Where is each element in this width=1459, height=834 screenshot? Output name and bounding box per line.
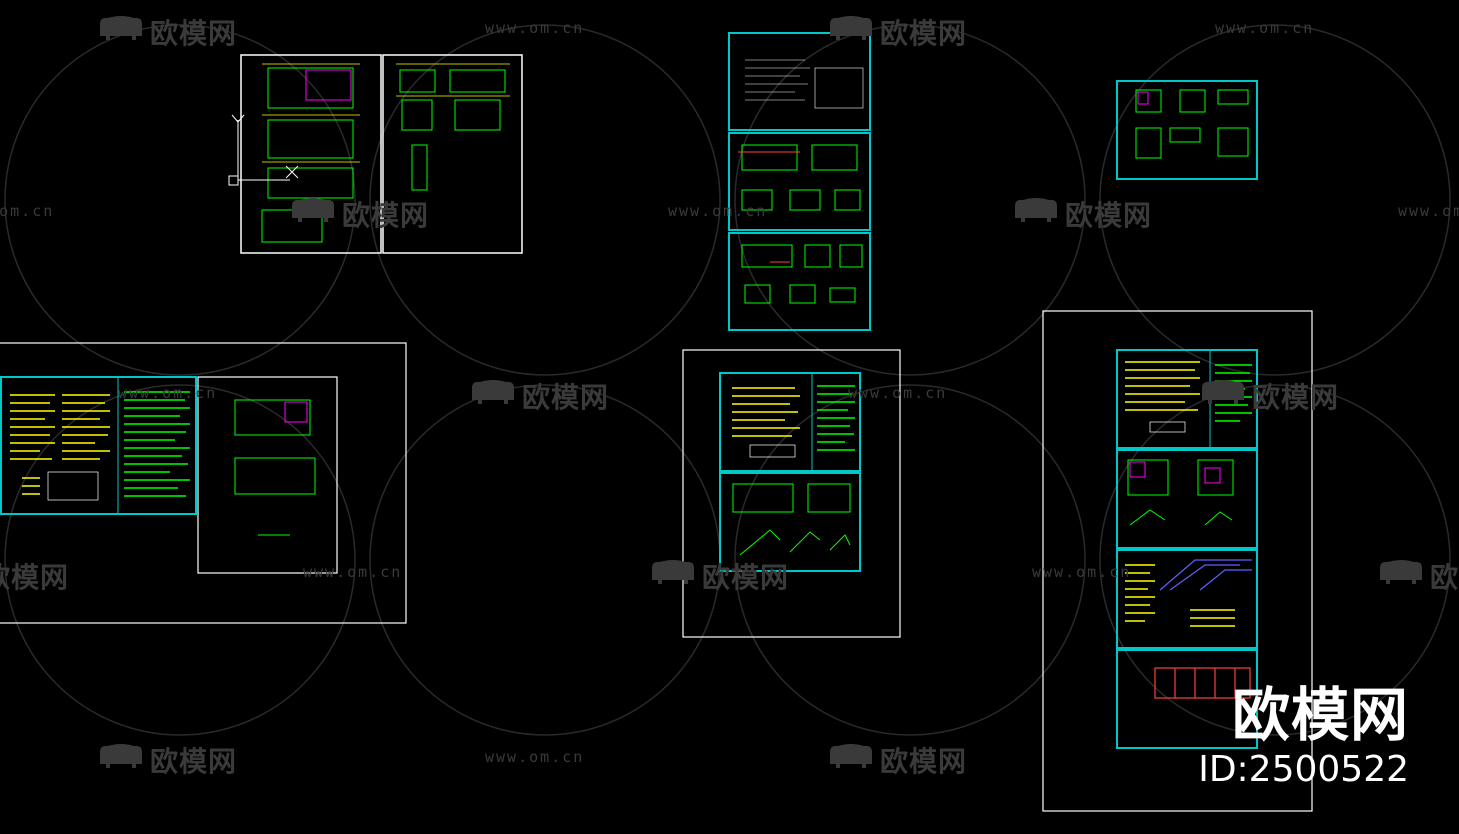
watermark-arcs bbox=[4, 24, 1451, 736]
watermark-brand: 欧模网 bbox=[150, 745, 238, 778]
watermark-brand: 欧模网 bbox=[342, 199, 430, 232]
drawing-set-mid-left[interactable] bbox=[0, 342, 407, 624]
watermark-url: www.om.cn bbox=[848, 384, 948, 402]
drawing-set-center[interactable] bbox=[682, 349, 901, 638]
drawing-set-top-center[interactable] bbox=[728, 32, 871, 331]
watermark-url: www.om.cn bbox=[1398, 202, 1459, 220]
sofa-logo-icon bbox=[830, 744, 872, 768]
sofa-logo-icon bbox=[1202, 380, 1244, 404]
brand-id-label: ID:2500522 bbox=[1198, 749, 1409, 790]
watermark-url: www.om.cn bbox=[485, 19, 585, 37]
sofa-logo-icon bbox=[1015, 198, 1057, 222]
sofa-logo-icon bbox=[830, 16, 872, 40]
watermark-brand: 欧模网 bbox=[150, 17, 238, 50]
watermark-url: www.om.cn bbox=[118, 384, 218, 402]
drawing-set-top-right[interactable] bbox=[1116, 80, 1258, 180]
drawing-set-top-left[interactable] bbox=[228, 54, 523, 254]
watermark-url: www.om.cn bbox=[1032, 563, 1132, 581]
watermark-brand: 欧模网 bbox=[1252, 381, 1340, 414]
watermark-url: www.om.cn bbox=[668, 202, 768, 220]
watermark-url: www.om.cn bbox=[0, 202, 55, 220]
watermark-url: www.om.cn bbox=[485, 748, 585, 766]
watermark-brand: 欧模网 bbox=[702, 561, 790, 594]
watermark-brand: 欧模网 bbox=[0, 561, 70, 594]
watermark-url: www.om.cn bbox=[1215, 19, 1315, 37]
cad-cursor-icon bbox=[228, 114, 299, 186]
sofa-logo-icon bbox=[472, 380, 514, 404]
drawing-set-right[interactable] bbox=[1042, 310, 1313, 812]
watermark-brand: 欧模网 bbox=[880, 17, 968, 50]
sofa-logo-icon bbox=[100, 744, 142, 768]
brand-name: 欧模网 bbox=[1231, 681, 1409, 749]
watermark-brand: 欧模网 bbox=[1430, 561, 1459, 594]
watermark-brand: 欧模网 bbox=[1065, 199, 1153, 232]
watermark-url: www.om.cn bbox=[303, 563, 403, 581]
watermark-brand: 欧模网 bbox=[880, 745, 968, 778]
sofa-logo-icon bbox=[652, 560, 694, 584]
watermark-brand: 欧模网 bbox=[522, 381, 610, 414]
sofa-logo-icon bbox=[1380, 560, 1422, 584]
sofa-logo-icon bbox=[100, 16, 142, 40]
sofa-logo-icon bbox=[292, 198, 334, 222]
